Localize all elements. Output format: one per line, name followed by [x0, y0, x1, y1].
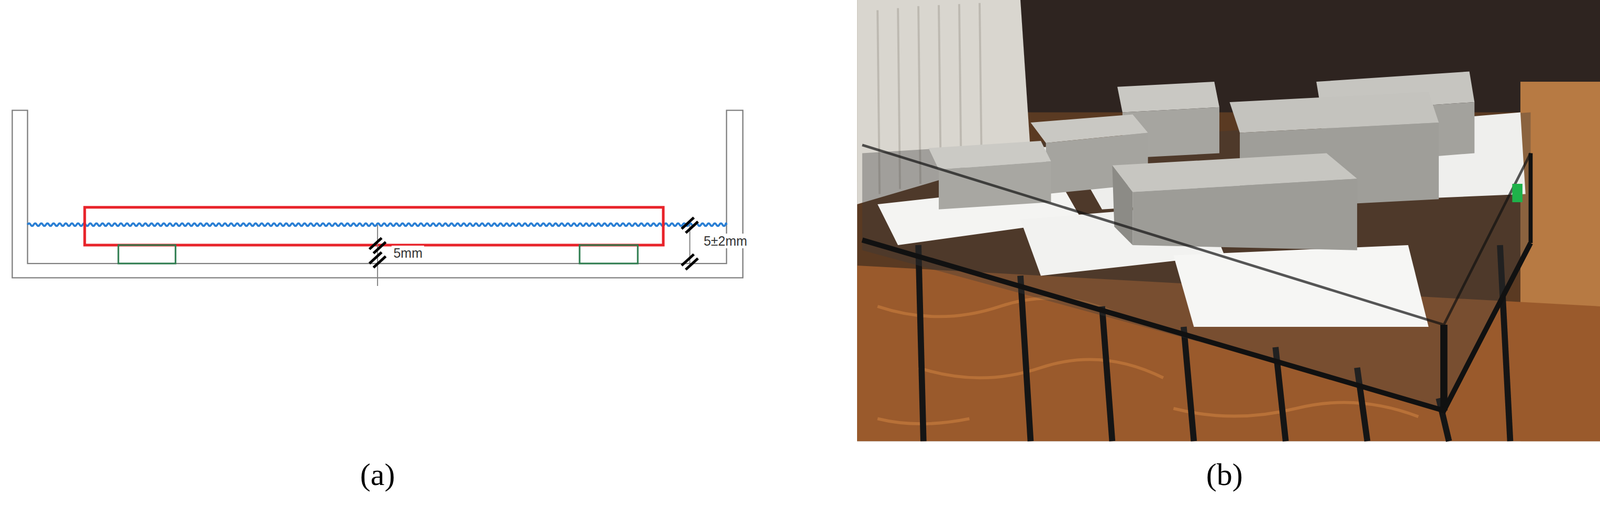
- dimension-label: 5mm: [391, 245, 425, 261]
- support: [579, 245, 638, 264]
- dimension-label: 5±2mm: [702, 233, 749, 249]
- glass-tank: [862, 145, 1531, 411]
- photo: [857, 0, 1600, 441]
- marker: [1512, 183, 1522, 203]
- tank-schematic: [12, 110, 743, 286]
- concrete-bricks: [928, 71, 1475, 250]
- panel-label: (b): [1204, 456, 1245, 493]
- specimen: [84, 207, 664, 246]
- support: [118, 245, 176, 264]
- panel-label: (a): [358, 456, 397, 493]
- break-marks: [369, 217, 699, 270]
